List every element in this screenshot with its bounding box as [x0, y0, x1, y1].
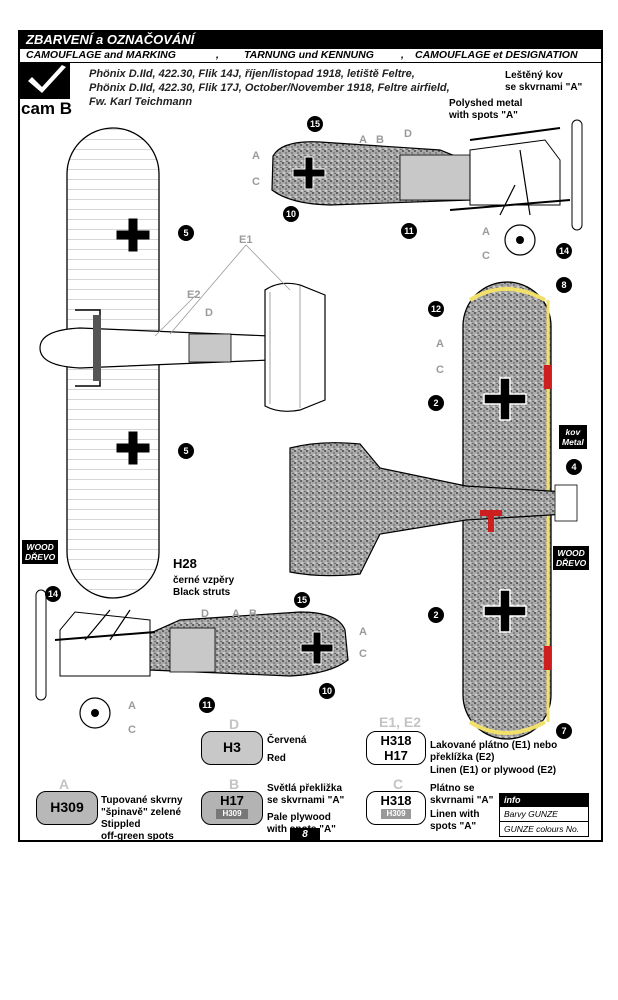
info-row-en: GUNZE colours No.: [500, 821, 588, 836]
legend-c-cz: Plátno se skvrnami "A": [430, 783, 494, 806]
legend-a-en: Stippled off-green spots: [101, 819, 174, 842]
callout-11: 11: [401, 223, 417, 239]
subtitle-de: TARNUNG und KENNUNG: [244, 49, 374, 61]
top-view-plain: [39, 127, 326, 599]
callout-5: 5: [178, 443, 194, 459]
swatch-e: H318 H17: [366, 731, 426, 765]
swatch-b: H17 H309: [201, 791, 263, 825]
legend-e-cz: Lakované plátno (E1) nebo překlížka (E2): [430, 740, 558, 763]
side-view-upper: [271, 119, 583, 256]
info-row-cz: Barvy GUNZE: [500, 806, 588, 821]
letter-c: C: [252, 176, 260, 188]
wood-tag-cz: DŘEVO: [25, 552, 56, 562]
letter-b: B: [249, 608, 257, 620]
legend-b-cz: Světlá překližka se skvrnami "A": [267, 783, 345, 806]
letter-a: A: [359, 134, 367, 146]
side-view-lower: [35, 589, 349, 729]
legend-c-en: Linen with spots "A": [430, 809, 480, 832]
letter-a: A: [252, 150, 260, 162]
metal-tag-cz: kov: [565, 427, 581, 437]
info-box: info Barvy GUNZE GUNZE colours No.: [499, 793, 589, 837]
aircraft-description: Phönix D.IId, 422.30, Flik 14J, říjen/li…: [89, 67, 450, 109]
page-number: 8: [290, 828, 320, 842]
swatch-b-code: H17: [220, 793, 244, 808]
legend-a-cz: Tupované skvrny "špinavě" zelené: [101, 795, 183, 818]
callout-14: 14: [45, 586, 61, 602]
letter-d: D: [205, 307, 213, 319]
logo-text: cam B: [21, 99, 73, 118]
swatch-c-code: H318: [380, 793, 412, 808]
info-head: info: [500, 794, 588, 806]
callout-7: 7: [556, 723, 572, 739]
letter-c: C: [436, 364, 444, 376]
bottom-view: [289, 281, 578, 740]
polished-metal-note-en: Polyshed metal with spots "A": [449, 98, 523, 121]
swatch-e-code1: H318: [380, 733, 412, 748]
callout-12: 12: [428, 301, 444, 317]
legend-e-en: Linen (E1) or plywood (E2): [430, 765, 557, 776]
letter-b: B: [376, 134, 384, 146]
swatch-d: H3: [201, 731, 263, 765]
letter-c: C: [482, 250, 490, 262]
letter-a: A: [436, 338, 444, 350]
subtitle-en: CAMOUFLAGE and MARKING: [26, 49, 176, 61]
swatch-c-sub: H309: [381, 809, 411, 819]
cam-logo-icon: [20, 63, 70, 99]
callout-15: 15: [294, 592, 310, 608]
callout-15: 15: [307, 116, 323, 132]
callout-2: 2: [428, 395, 444, 411]
description-line: Phönix D.IId, 422.30, Flik 14J, říjen/li…: [89, 68, 415, 80]
letter-d: D: [201, 608, 209, 620]
swatch-a: H309: [36, 791, 98, 825]
callout-2: 2: [428, 607, 444, 623]
metal-tag-en: Metal: [562, 437, 584, 447]
swatch-e-code2: H17: [384, 748, 408, 763]
letter-c: C: [359, 648, 367, 660]
letter-c: C: [128, 724, 136, 736]
struts-code: H28: [173, 556, 197, 571]
struts-note-cz: černé vzpěry: [173, 575, 235, 586]
callout-11: 11: [199, 697, 215, 713]
legend-letter-b: B: [228, 776, 240, 792]
struts-note-en: Black struts: [173, 587, 231, 598]
letter-a: A: [128, 700, 136, 712]
swatch-b-sub: H309: [216, 809, 248, 819]
wood-tag: WOOD DŘEVO: [553, 546, 590, 570]
legend-d-en: Red: [267, 753, 286, 764]
polished-metal-note-cz: Leštěný kov se skvrnami "A": [505, 70, 583, 93]
legend-letter-a: A: [58, 776, 70, 792]
subtitle-bar: CAMOUFLAGE and MARKING , TARNUNG und KEN…: [20, 49, 601, 63]
legend-d-cz: Červená: [267, 735, 307, 746]
callout-14: 14: [556, 243, 572, 259]
description-line: Phönix D.IId, 422.30, Flik 17J, October/…: [89, 82, 450, 94]
page-title: ZBARVENÍ a OZNAČOVÁNÍ: [20, 30, 601, 49]
letter-a: A: [232, 608, 240, 620]
wood-tag-en: WOOD: [557, 548, 585, 558]
subtitle-fr: CAMOUFLAGE et DESIGNATION: [415, 49, 578, 61]
wood-tag-en: WOOD: [26, 542, 54, 552]
callout-5: 5: [178, 225, 194, 241]
letter-d: D: [404, 128, 412, 140]
metal-tag: kov Metal: [559, 425, 587, 449]
letter-a: A: [359, 626, 367, 638]
callout-4: 4: [566, 459, 582, 475]
legend-letter-e: E1, E2: [378, 714, 422, 730]
wood-tag: WOOD DŘEVO: [22, 540, 59, 564]
letter-a: A: [482, 226, 490, 238]
legend-letter-c: C: [392, 776, 404, 792]
letter-e2: E2: [187, 289, 201, 301]
description-line: Fw. Karl Teichmann: [89, 96, 193, 108]
wood-tag-cz: DŘEVO: [556, 558, 587, 568]
legend-letter-d: D: [228, 716, 240, 732]
subtitle-sep: ,: [401, 49, 404, 61]
subtitle-sep: ,: [216, 49, 219, 61]
letter-e1: E1: [239, 234, 253, 246]
callout-8: 8: [556, 277, 572, 293]
swatch-c: H318 H309: [366, 791, 426, 825]
callout-10: 10: [319, 683, 335, 699]
callout-10: 10: [283, 206, 299, 222]
